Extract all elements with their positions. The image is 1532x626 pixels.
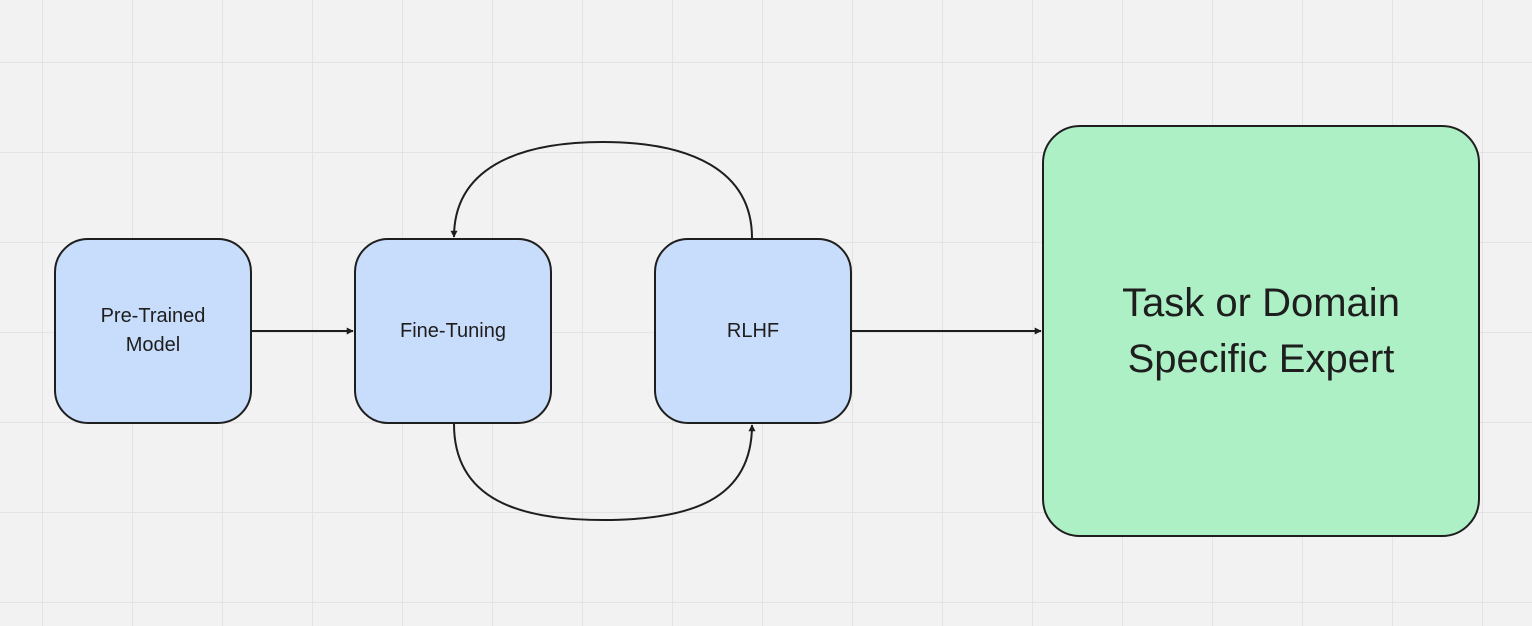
- node-label: Pre-Trained Model: [100, 305, 206, 356]
- node-pre-trained-model[interactable]: Pre-Trained Model: [54, 238, 252, 424]
- node-task-or-domain-specific-expert[interactable]: Task or Domain Specific Expert: [1042, 125, 1480, 537]
- node-label: Task or Domain Specific Expert: [1122, 281, 1400, 381]
- edge-rlhf-to-finetuning[interactable]: [450, 140, 753, 239]
- node-label: RLHF: [726, 319, 780, 342]
- node-fine-tuning[interactable]: Fine-Tuning: [354, 238, 552, 424]
- node-rlhf[interactable]: RLHF: [654, 238, 852, 424]
- node-label: Fine-Tuning: [400, 319, 506, 342]
- edge-finetuning-to-rlhf[interactable]: [453, 423, 756, 522]
